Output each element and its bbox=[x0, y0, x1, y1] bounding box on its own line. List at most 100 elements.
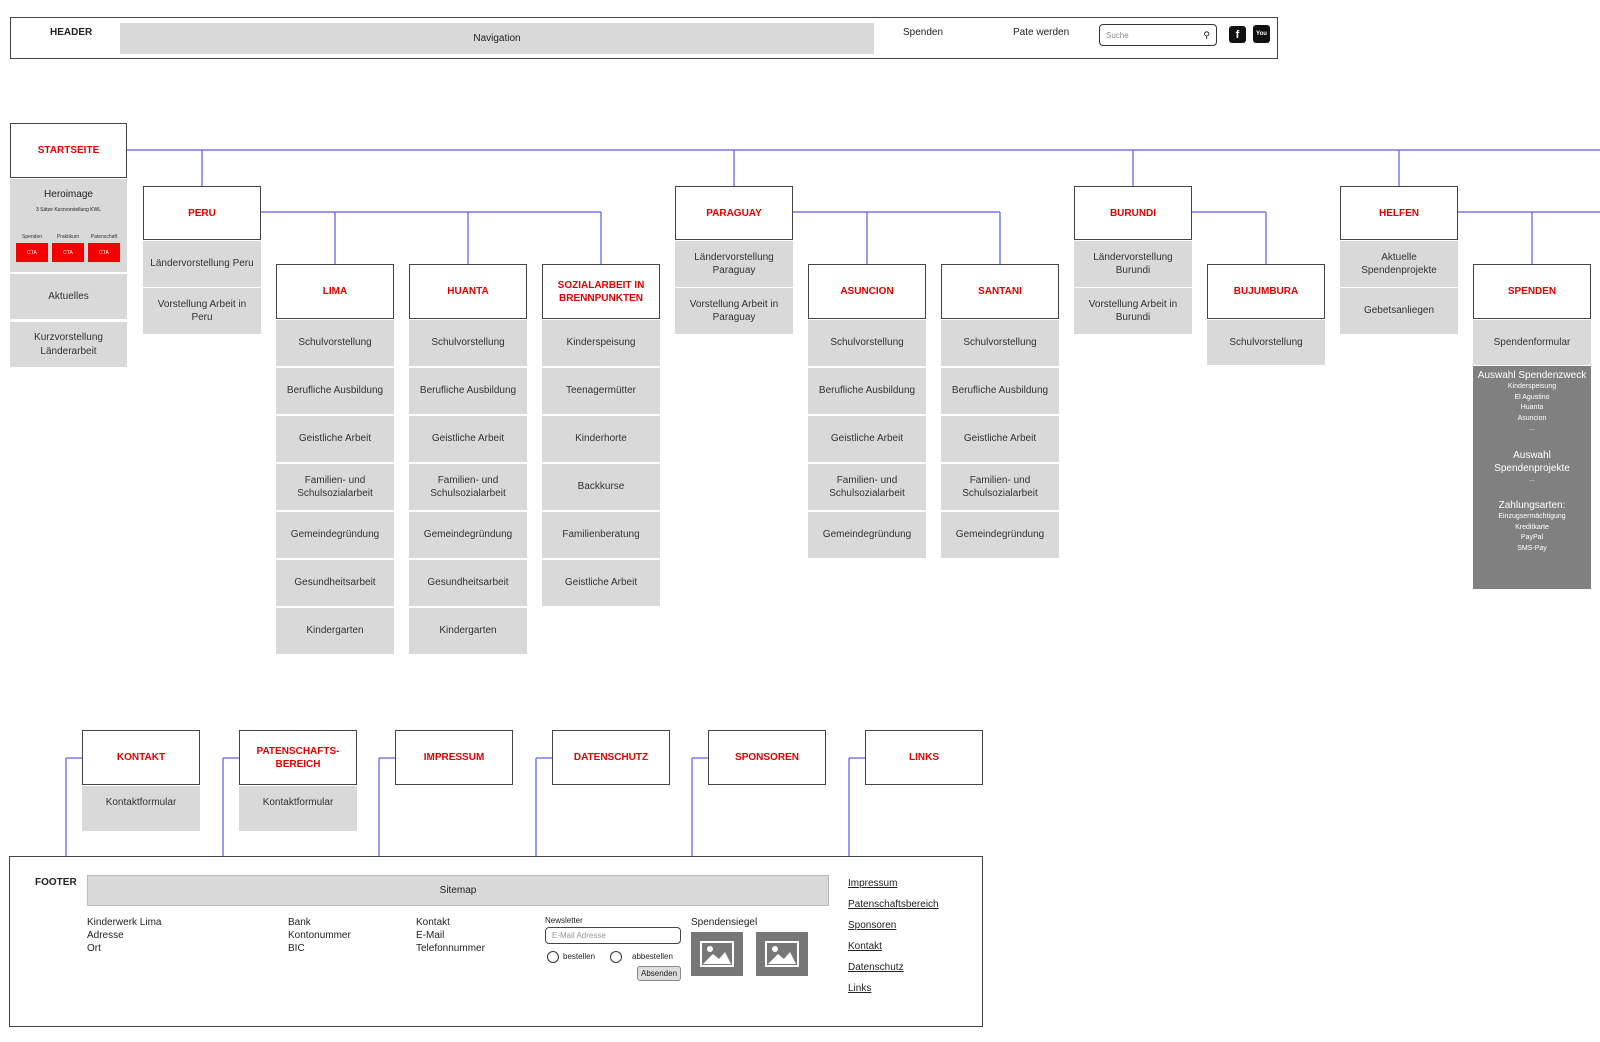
node-patenschaftsbereich[interactable]: PATENSCHAFTS-BEREICH bbox=[239, 730, 357, 785]
node-helfen[interactable]: HELFEN bbox=[1340, 186, 1458, 240]
zweck-item: Asuncion bbox=[1517, 414, 1547, 422]
search-field[interactable]: Suche ⚲ bbox=[1099, 24, 1217, 46]
header-wireframe: HEADER Navigation Spenden Pate werden Su… bbox=[10, 17, 1278, 59]
footer-link-links[interactable]: Links bbox=[848, 983, 872, 994]
contact-block: Kontakt E-Mail Telefonnummer bbox=[416, 916, 485, 955]
facebook-icon[interactable]: f bbox=[1229, 26, 1246, 43]
cta-button-praktikum[interactable]: CTA bbox=[52, 243, 84, 262]
node-links[interactable]: LINKS bbox=[865, 730, 983, 785]
address-block: Kinderwerk Lima Adresse Ort bbox=[87, 916, 161, 955]
node-spenden[interactable]: SPENDEN bbox=[1473, 264, 1591, 319]
search-input[interactable]: Suche bbox=[1106, 30, 1129, 40]
zahlung-item: SMS-Pay bbox=[1517, 544, 1547, 552]
bic: BIC bbox=[288, 943, 305, 954]
cell-paraguay-2: Vorstellung Arbeit in Paraguay bbox=[675, 288, 793, 334]
node-huanta[interactable]: HUANTA bbox=[409, 264, 527, 319]
node-sponsoren[interactable]: SPONSOREN bbox=[708, 730, 826, 785]
footer-link-impressum[interactable]: Impressum bbox=[848, 878, 898, 889]
node-impressum[interactable]: IMPRESSUM bbox=[395, 730, 513, 785]
node-sozialarbeit[interactable]: SOZIALARBEIT IN BRENNPUNKTEN bbox=[542, 264, 660, 319]
santani-item: Berufliche Ausbildung bbox=[941, 368, 1059, 414]
santani-item: Schulvorstellung bbox=[941, 320, 1059, 366]
contact-title: Kontakt bbox=[416, 917, 450, 928]
zweck-item: ... bbox=[1529, 425, 1535, 432]
santani-item: Familien- und Schulsozialarbeit bbox=[941, 464, 1059, 510]
lima-item: Kindergarten bbox=[276, 608, 394, 654]
huanta-item: Berufliche Ausbildung bbox=[409, 368, 527, 414]
lima-item: Gesundheitsarbeit bbox=[276, 560, 394, 606]
zweck-item: El Agustino bbox=[1514, 393, 1550, 401]
huanta-item: Kindergarten bbox=[409, 608, 527, 654]
sozial-item: Kinderhorte bbox=[542, 416, 660, 462]
sozial-item: Kinderspeisung bbox=[542, 320, 660, 366]
huanta-item: Gemeindegründung bbox=[409, 512, 527, 558]
sozial-item: Teenagermütter bbox=[542, 368, 660, 414]
org-name: Kinderwerk Lima bbox=[87, 917, 162, 928]
seal-label: Spendensiegel bbox=[691, 917, 758, 928]
node-lima[interactable]: LIMA bbox=[276, 264, 394, 319]
footer-link-datenschutz[interactable]: Datenschutz bbox=[848, 962, 904, 973]
cta-label-patenschaft: Patenschaft bbox=[90, 234, 118, 240]
header-label: HEADER bbox=[50, 27, 93, 38]
node-santani[interactable]: SANTANI bbox=[941, 264, 1059, 319]
cell-aktuelles: Aktuelles bbox=[10, 274, 127, 319]
node-startseite[interactable]: STARTSEITE bbox=[10, 123, 127, 178]
node-asuncion[interactable]: ASUNCION bbox=[808, 264, 926, 319]
subscribe-label: bestellen bbox=[563, 952, 596, 961]
footer-link-kontakt[interactable]: Kontakt bbox=[848, 941, 882, 952]
node-paraguay[interactable]: PARAGUAY bbox=[675, 186, 793, 240]
donate-link[interactable]: Spenden bbox=[903, 27, 944, 38]
santani-item: Geistliche Arbeit bbox=[941, 416, 1059, 462]
cta-button-patenschaft[interactable]: CTA bbox=[88, 243, 120, 262]
address-line: Adresse bbox=[87, 930, 124, 941]
sponsor-link[interactable]: Pate werden bbox=[1013, 27, 1070, 38]
cell-peru-1: Ländervorstellung Peru bbox=[143, 241, 261, 287]
cell-burundi-1: Ländervorstellung Burundi bbox=[1074, 241, 1192, 287]
node-burundi[interactable]: BURUNDI bbox=[1074, 186, 1192, 240]
zahlung-item: PayPal bbox=[1520, 534, 1544, 541]
navigation-bar[interactable]: Navigation bbox=[120, 23, 874, 54]
cell-kurzvorstellung: Kurzvorstellung Länderarbeit bbox=[10, 322, 127, 367]
cta-button-spenden[interactable]: CTA bbox=[16, 243, 48, 262]
footer-label: FOOTER bbox=[35, 877, 77, 888]
sozial-item: Backkurse bbox=[542, 464, 660, 510]
node-kontakt[interactable]: KONTAKT bbox=[82, 730, 200, 785]
zweck-item: Kinderspeisung bbox=[1507, 383, 1557, 390]
zweck-item: Huanta bbox=[1520, 404, 1544, 411]
phone: Telefonnummer bbox=[416, 943, 485, 954]
lima-item: Geistliche Arbeit bbox=[276, 416, 394, 462]
node-peru[interactable]: PERU bbox=[143, 186, 261, 240]
newsletter-submit-button[interactable]: Absenden bbox=[637, 966, 681, 981]
email: E-Mail bbox=[416, 930, 445, 941]
cell-kontakt-form: Kontaktformular bbox=[82, 786, 200, 831]
subscribe-radio[interactable] bbox=[547, 951, 559, 963]
lima-item: Gemeindegründung bbox=[276, 512, 394, 558]
footer-link-patenschaftsbereich[interactable]: Patenschaftsbereich bbox=[848, 899, 939, 910]
asuncion-item: Familien- und Schulsozialarbeit bbox=[808, 464, 926, 510]
cell-paten-form: Kontaktformular bbox=[239, 786, 357, 831]
search-icon[interactable]: ⚲ bbox=[1203, 29, 1210, 40]
cell-helfen-2: Gebetsanliegen bbox=[1340, 288, 1458, 334]
node-datenschutz[interactable]: DATENSCHUTZ bbox=[552, 730, 670, 785]
cell-burundi-2: Vorstellung Arbeit in Burundi bbox=[1074, 288, 1192, 334]
asuncion-item: Geistliche Arbeit bbox=[808, 416, 926, 462]
projekte-item: ... bbox=[1529, 475, 1535, 483]
youtube-icon[interactable]: You bbox=[1253, 25, 1270, 43]
sitemap-bar[interactable]: Sitemap bbox=[87, 875, 829, 906]
spendenzweck-title: Auswahl Spendenzweck bbox=[1477, 370, 1587, 381]
hero-title: Heroimage bbox=[44, 189, 93, 200]
lima-item: Familien- und Schulsozialarbeit bbox=[276, 464, 394, 510]
huanta-item: Schulvorstellung bbox=[409, 320, 527, 366]
bank-block: Bank Kontonummer BIC bbox=[288, 916, 351, 955]
footer-wireframe: FOOTER Sitemap Kinderwerk Lima Adresse O… bbox=[9, 856, 983, 1027]
cell-paraguay-1: Ländervorstellung Paraguay bbox=[675, 241, 793, 287]
footer-link-sponsoren[interactable]: Sponsoren bbox=[848, 920, 897, 931]
node-bujumbura[interactable]: BUJUMBURA bbox=[1207, 264, 1325, 319]
zahlung-item: Einzugsermächtigung bbox=[1498, 513, 1566, 520]
cell-bujumbura-1: Schulvorstellung bbox=[1207, 320, 1325, 365]
newsletter-email-input[interactable]: E-Mail Adresse bbox=[545, 927, 681, 944]
cta-label-spenden: Spenden bbox=[21, 234, 43, 240]
asuncion-item: Schulvorstellung bbox=[808, 320, 926, 366]
unsubscribe-radio[interactable] bbox=[610, 951, 622, 963]
hero-block: Heroimage 3 Sätze Kurzvorstellung KWL Sp… bbox=[10, 179, 127, 272]
